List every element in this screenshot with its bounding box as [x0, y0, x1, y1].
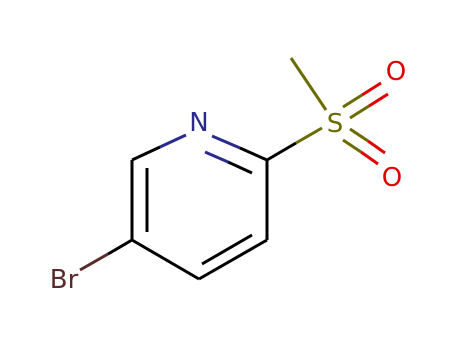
bond-n-c6-c-half: [131, 145, 161, 162]
bond-s-o-top-1-s: [342, 93, 363, 109]
bond-n-c2-inner-n: [204, 150, 229, 164]
bond-s-methyl: [289, 57, 328, 111]
atom-sulfur: S: [327, 109, 344, 139]
atom-oxygen-top: O: [386, 57, 406, 87]
bond-s-o-bottom-1-s: [342, 138, 362, 154]
bond-s-o-bottom-2-o: [367, 139, 386, 155]
bond-c2-s-c-half: [266, 141, 297, 162]
bond-s-o-top-1-o: [361, 81, 382, 97]
atom-bromine: Br: [50, 265, 79, 295]
bond-c4-c5: [131, 238, 200, 281]
atom-nitrogen: N: [189, 108, 208, 138]
bond-c5-br-c-half: [107, 238, 133, 256]
atom-oxygen-bottom: O: [382, 163, 402, 193]
bond-s-o-bottom-1-o: [360, 150, 379, 166]
bond-s-o-bottom-2-s: [349, 127, 369, 143]
bond-s-o-top-2-o: [368, 92, 389, 108]
bond-n-c6-n-half: [159, 133, 187, 149]
bond-n-c2-n-half: [211, 134, 241, 150]
bond-s-o-top-2-s: [349, 104, 370, 120]
bond-c3-c4-inner: [201, 233, 253, 266]
bond-c5-br-br-half: [79, 252, 109, 272]
bond-c3-c4-outer: [198, 238, 268, 281]
bond-n-c2-c-half: [239, 146, 268, 162]
bond-c2-s-s-half: [295, 126, 323, 145]
bond-n-c2-inner-c: [227, 160, 253, 175]
